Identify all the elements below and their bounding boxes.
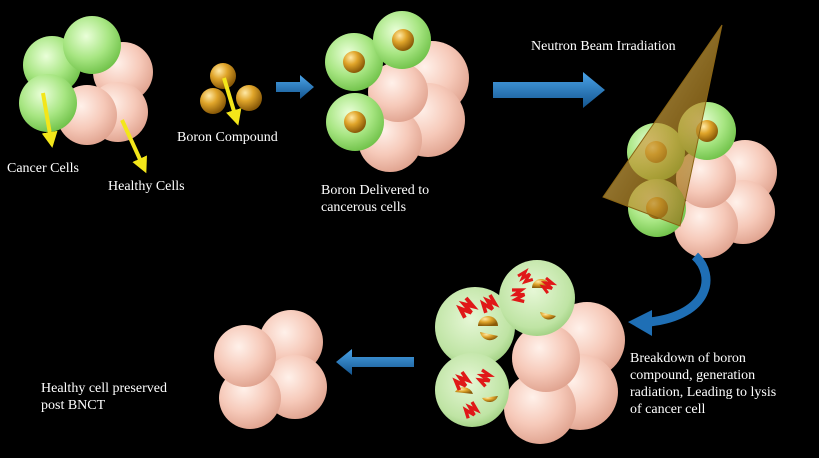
initial-cell-cluster	[19, 16, 153, 174]
boron-delivered-cluster	[325, 11, 469, 172]
cancer-cell-icon	[63, 16, 121, 74]
boron-particle-icon	[392, 29, 414, 51]
healthy-cell-icon	[214, 325, 276, 387]
cancer-cell-icon	[435, 353, 509, 427]
irradiation-cluster	[602, 24, 777, 258]
process-arrow-head	[628, 310, 652, 336]
cancer-cells-pointer	[41, 92, 58, 148]
neutron-beam-label: Neutron Beam Irradiation	[531, 39, 676, 54]
boron-compound-group	[200, 63, 262, 126]
neutron-beam-edge	[602, 24, 723, 227]
cancer-cell-icon	[19, 74, 77, 132]
healthy-preserved-cluster	[214, 310, 327, 429]
cancer-cell-icon	[499, 260, 575, 336]
boron-particle-icon	[343, 51, 365, 73]
healthy-cell-icon	[512, 324, 580, 392]
healthy-preserved-label: Healthy cell preserved post BNCT	[41, 381, 167, 413]
boron-particle-icon	[200, 88, 226, 114]
healthy-cells-label: Healthy Cells	[108, 179, 185, 194]
breakdown-label: Breakdown of boron compound, generation …	[630, 351, 777, 417]
process-arrow-icon	[649, 252, 711, 327]
boron-fragment-icon	[482, 396, 498, 403]
neutron-beam-icon	[603, 25, 722, 226]
process-arrow-icon	[493, 72, 605, 108]
boron-fragment-icon	[540, 312, 556, 320]
boron-fragment-icon	[478, 316, 498, 326]
cancer-cell-icon	[435, 287, 515, 367]
healthy-cell-icon	[504, 372, 576, 444]
healthy-cell-icon	[368, 62, 428, 122]
boron-compound-label: Boron Compound	[177, 130, 278, 145]
healthy-cell-icon	[674, 194, 738, 258]
process-arrow-icon	[336, 349, 414, 375]
boron-particle-icon	[344, 111, 366, 133]
lysis-cluster	[435, 260, 625, 444]
process-arrow-icon	[276, 75, 314, 99]
boron-particle-icon	[236, 85, 262, 111]
boron-particle-icon	[210, 63, 236, 89]
boron-pointer	[222, 77, 242, 126]
boron-fragment-icon	[480, 332, 498, 341]
healthy-cells-pointer	[120, 119, 147, 174]
cancer-cells-label: Cancer Cells	[7, 161, 79, 176]
boron-delivered-label: Boron Delivered to cancerous cells	[321, 183, 430, 215]
